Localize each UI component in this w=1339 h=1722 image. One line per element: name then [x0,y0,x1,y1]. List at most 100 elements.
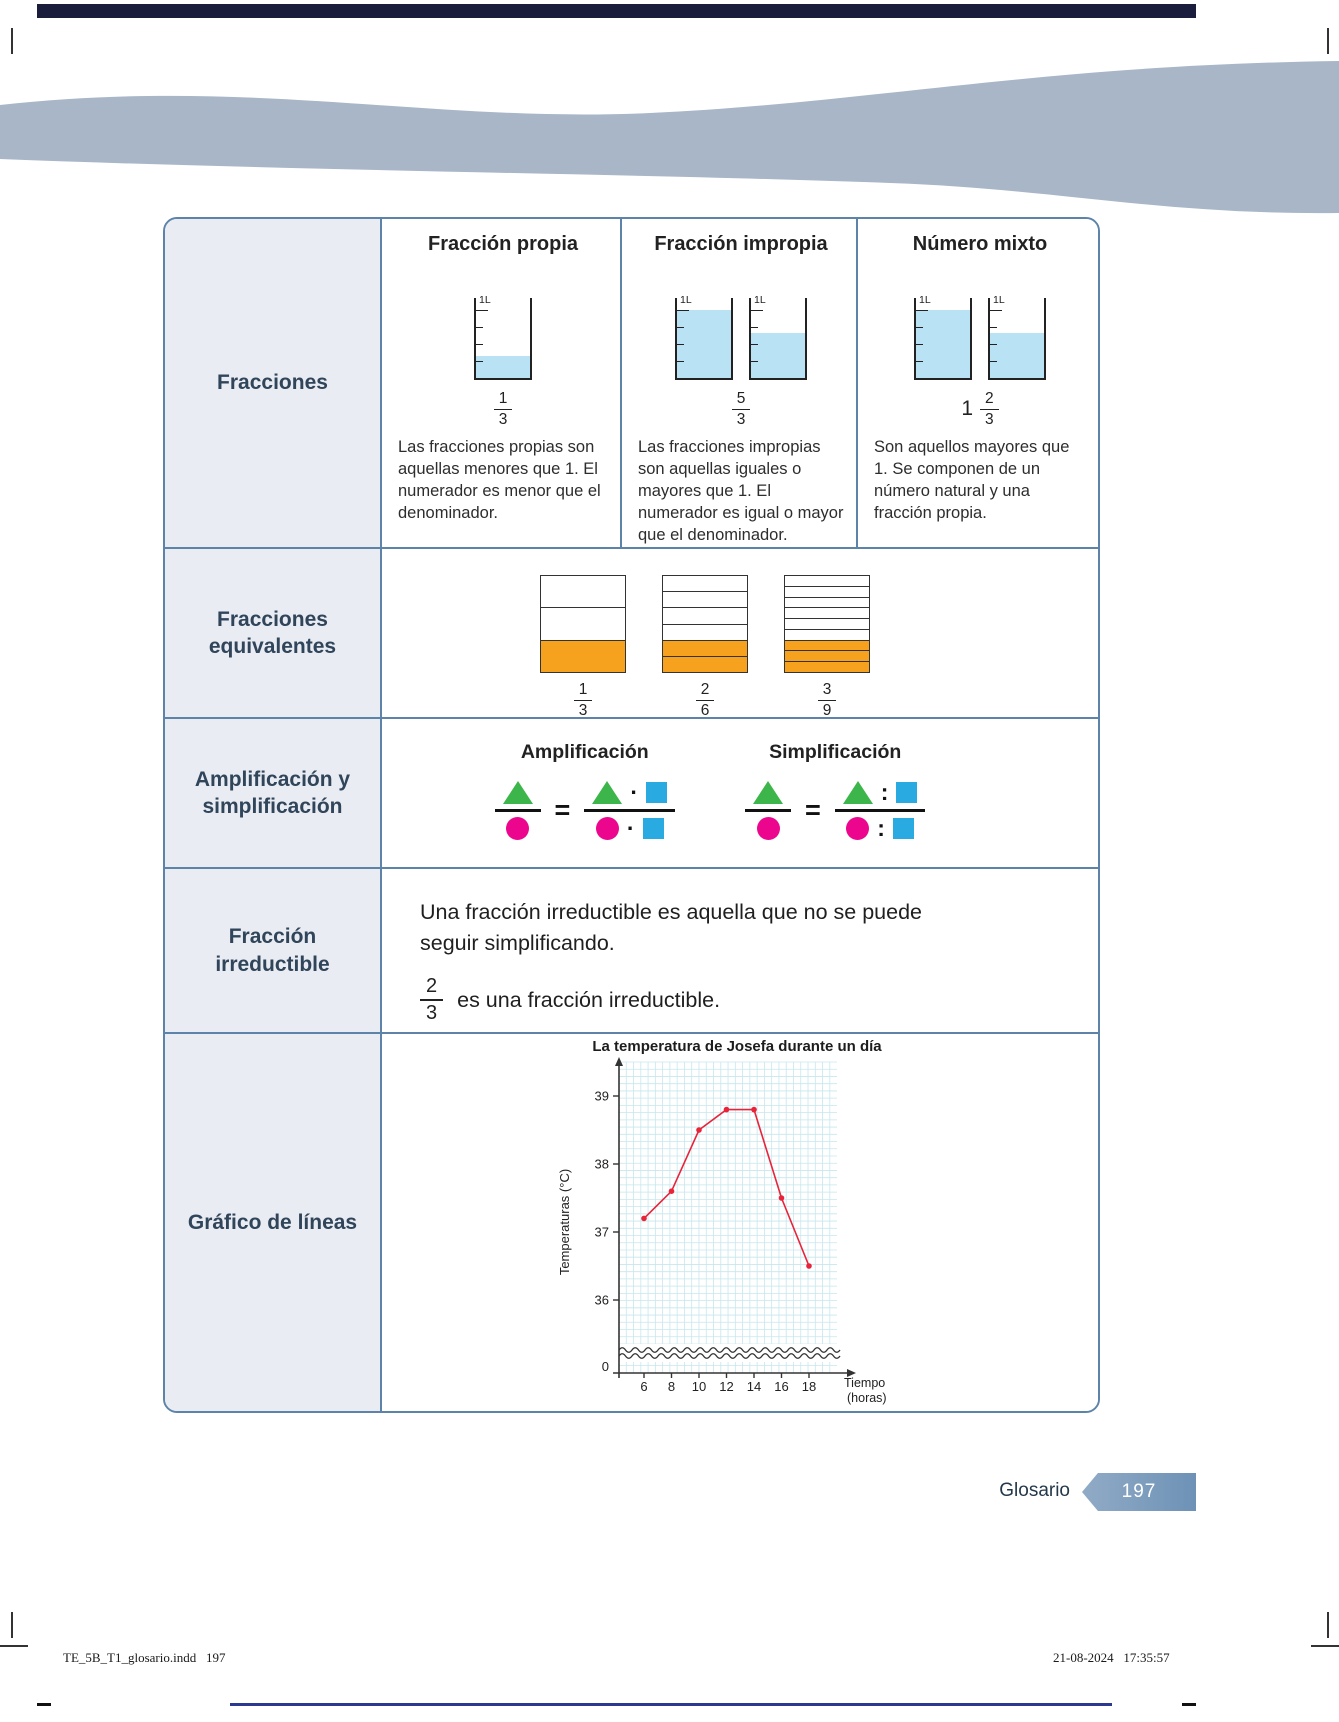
row-label-amplificacion: Amplificación y simplificación [165,719,382,869]
row-content-fracciones: Fracción propia 1L 1 3 Las fracciones pr… [382,219,1098,549]
bar-part [785,596,869,608]
fraction: 5 3 [731,390,751,429]
fraction-area: 5 3 [731,384,751,434]
page-number-tab: 197 [1082,1473,1196,1511]
crop-mark [1327,28,1329,54]
beaker-mark [476,344,483,345]
column-title: Fracción propia [427,233,579,255]
beaker-mark [677,344,684,345]
row-content-equivalentes: 1 3 2 6 3 9 [382,549,1098,719]
beaker-fill [751,333,805,378]
bar-part [541,576,625,608]
fraction-area: 1 3 [493,384,513,434]
page-number: 197 [1121,1481,1157,1502]
svg-text:18: 18 [802,1379,816,1394]
description: Las fracciones impropias son aquellas ig… [638,438,844,545]
fraction: 2 6 [695,681,715,720]
beaker: 1L [988,294,1046,380]
crop-mark [0,1645,28,1647]
circle-icon [506,816,530,840]
beaker-mark [476,310,488,311]
operator: · [626,814,635,841]
bar-part [663,623,747,640]
beaker-mark [916,310,928,311]
beaker-mark [476,361,483,362]
simplification-group: Simplificación = : [745,741,926,845]
group-title: Amplificación [520,741,649,763]
description: Las fracciones propias son aquellas meno… [398,438,601,523]
beaker-illustration: 1L [474,268,532,380]
beaker-mark [677,310,689,311]
svg-text:10: 10 [692,1379,706,1394]
bar-part [785,576,869,586]
beaker-unit-label: 1L [754,294,766,306]
crop-mark [1327,1612,1329,1638]
square-icon [646,782,667,803]
beaker-mark [990,361,997,362]
group-title: Simplificación [769,741,902,763]
shape-fraction: · · [584,776,675,845]
operator: : [880,779,889,805]
fraction: 1 3 [573,681,593,720]
fraction: 2 3 [420,975,444,1025]
bar-box [662,575,748,673]
wave-band [0,61,1339,214]
beaker-mark [916,361,923,362]
definition-line: Una fracción irreductible es aquella que… [420,900,922,924]
example-line: 2 3 es una fracción irreductible. [420,975,1058,1025]
equals-sign: = [805,794,821,825]
shape-fraction [494,776,541,845]
beaker-unit-label: 1L [680,294,692,306]
bar-part-filled [541,639,625,672]
beaker-mark [751,344,758,345]
beaker-unit-label: 1L [479,294,491,306]
svg-text:0: 0 [602,1359,609,1374]
bar-box [784,575,870,673]
bar-part [785,618,869,629]
svg-text:8: 8 [668,1379,675,1394]
beaker-mark [751,327,758,328]
beaker-mark [751,310,763,311]
beaker-fill [990,333,1044,378]
line-chart-block: La temperatura de Josefa durante un día … [552,1038,922,1409]
operator: : [877,814,885,841]
svg-text:39: 39 [595,1089,609,1104]
beaker: 1L [914,294,972,380]
row-content-irreductible: Una fracción irreductible es aquella que… [382,869,1098,1034]
row-content-grafico: La temperatura de Josefa durante un día … [382,1034,1098,1411]
fraction-bar [494,809,541,812]
equivalent-bar-diagram: 3 9 [784,575,870,720]
square-icon [892,817,914,839]
beaker: 1L [474,294,532,380]
beaker: 1L [749,294,807,380]
shape-fraction: : : [834,776,926,845]
beaker-mark [990,310,1002,311]
equivalent-bar-diagram: 1 3 [540,575,626,720]
fraction-bar [834,809,926,812]
fraction-bar [584,809,675,812]
row-content-amplificacion: Amplificación = · [382,719,1098,869]
beaker-mark [916,344,923,345]
crop-mark [1311,1645,1339,1647]
triangle-icon [753,781,783,804]
beaker-fill [677,310,731,378]
bottom-tick [37,1703,51,1706]
equation: = · · [494,776,675,845]
chart-title: La temperatura de Josefa durante un día [592,1038,882,1055]
beaker-mark [476,327,483,328]
circle-icon [756,816,780,840]
bar-part-filled [785,650,869,662]
bar-part-filled [785,639,869,651]
amplification-group: Amplificación = · [494,741,675,845]
mixed-number: 1 2 3 [961,384,999,434]
print-info-right: 21-08-2024 17:35:57 [1053,1650,1170,1665]
beaker-fill [916,310,970,378]
svg-text:36: 36 [595,1293,609,1308]
beaker: 1L [675,294,733,380]
fraction: 1 3 [493,390,513,429]
crop-mark [11,28,13,54]
beaker-mark [751,361,758,362]
